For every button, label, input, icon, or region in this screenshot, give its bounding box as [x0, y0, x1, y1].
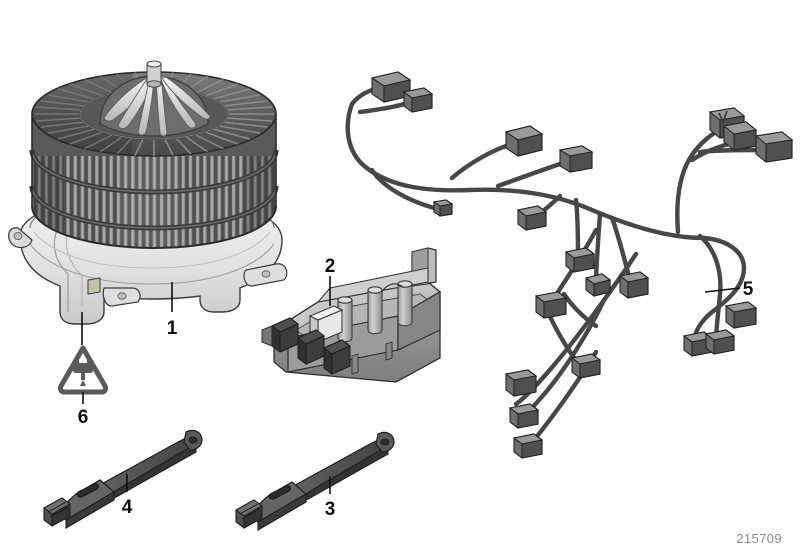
- blower-motor-assembly: [8, 60, 288, 325]
- callout-2-label: 2: [325, 256, 336, 277]
- callout-5: 5: [704, 279, 754, 300]
- electrical-warning-symbol: 6: [57, 312, 109, 428]
- module-connector-2: [297, 329, 325, 365]
- harness-branch-p: [675, 125, 727, 235]
- harness-branch-c: [369, 167, 437, 211]
- callout-4: 4: [122, 474, 133, 518]
- harness-branch-s: [561, 291, 599, 329]
- harness-branch-k: [513, 251, 639, 407]
- blower-regulator-module: [261, 247, 442, 383]
- harness-connector: [402, 87, 434, 113]
- callout-4-label: 4: [122, 497, 133, 518]
- harness-connector: [508, 403, 540, 429]
- module-relay-block: [308, 305, 344, 343]
- harness-connector: [504, 125, 544, 157]
- harness-connector: [512, 433, 544, 459]
- harness-connector: [534, 291, 568, 319]
- callout-5-leader: [704, 287, 741, 293]
- harness-branch-e: [495, 159, 569, 189]
- harness-connectors: [370, 71, 794, 459]
- harness-connector: [432, 199, 454, 217]
- housing-mount-tab-bottom-left: [102, 287, 141, 307]
- harness-branch-b: [357, 101, 407, 115]
- harness-branch-r: [697, 147, 763, 155]
- diagram-part-number: 215709: [736, 531, 782, 546]
- callout-2: 2: [325, 256, 336, 306]
- plug-icon: [73, 358, 93, 386]
- callout-5-label: 5: [743, 279, 754, 300]
- housing-mount-tab-right: [243, 263, 288, 287]
- housing-mount-tab-left: [8, 227, 33, 249]
- harness-connector: [516, 205, 548, 231]
- harness-branch-i: [593, 211, 603, 285]
- callout-3: 3: [325, 476, 336, 520]
- harness-branch-d: [449, 141, 515, 181]
- harness-connector: [584, 273, 612, 297]
- harness-connector: [558, 145, 594, 173]
- callout-6-label: 6: [78, 407, 89, 428]
- harness-connector: [618, 271, 650, 299]
- harness-connector: [564, 247, 596, 273]
- mounting-strap-right: [235, 431, 395, 531]
- harness-connector: [570, 353, 602, 379]
- module-connector-3: [323, 339, 351, 375]
- module-capacitor-2: [367, 286, 383, 335]
- harness-connector: [724, 301, 758, 329]
- harness-connector: [722, 121, 758, 151]
- harness-connector: [754, 131, 794, 163]
- callout-1-label: 1: [167, 318, 178, 339]
- harness-branch-n: [691, 235, 747, 347]
- module-connector-1: [261, 317, 299, 353]
- harness-main-trunk: [345, 101, 707, 241]
- callout-1: 1: [167, 282, 178, 339]
- harness-branch-g: [573, 197, 581, 259]
- wiring-harness: [345, 85, 763, 443]
- mounting-strap-left: [43, 429, 203, 529]
- harness-branch-o: [697, 233, 723, 345]
- callout-3-label: 3: [325, 499, 336, 520]
- blower-motor-hub: [99, 60, 211, 137]
- harness-connector: [504, 369, 538, 397]
- harness-connector: [704, 329, 736, 355]
- warning-triangle-icon: [57, 345, 109, 395]
- module-capacitor-3: [397, 280, 413, 327]
